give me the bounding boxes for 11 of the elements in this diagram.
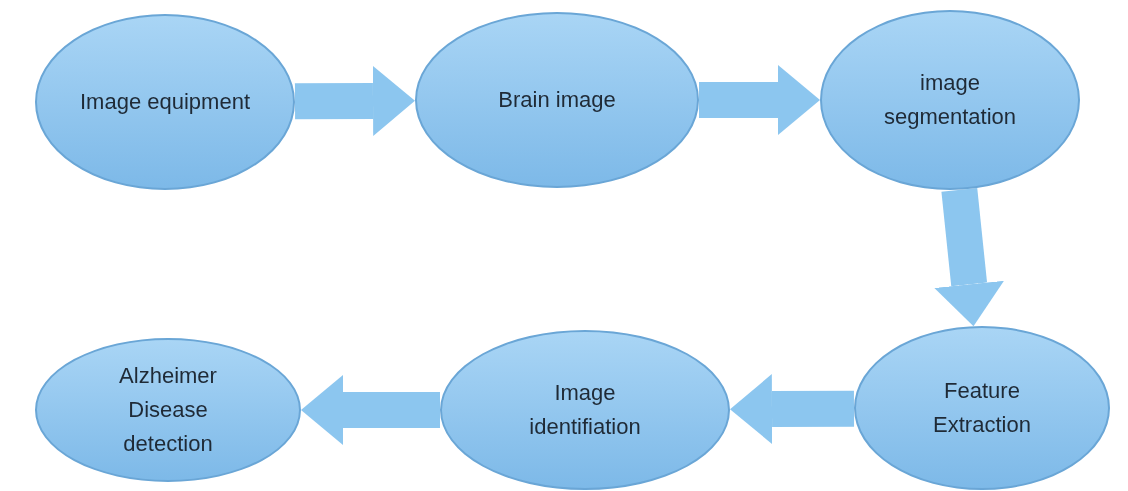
block-arrow [294, 65, 415, 136]
block-arrow [699, 65, 820, 135]
node-label: Alzheimer Disease detection [118, 362, 218, 458]
block-arrow [301, 375, 440, 445]
node-label: image segmentation [882, 69, 1018, 131]
node-label: Brain image [498, 86, 616, 114]
node-label: Image equipment [80, 88, 250, 116]
node-label: Feature Extraction [932, 377, 1032, 439]
block-arrow [934, 187, 1004, 327]
block-arrow [730, 374, 855, 445]
node-label: Image identifiation [528, 379, 642, 441]
